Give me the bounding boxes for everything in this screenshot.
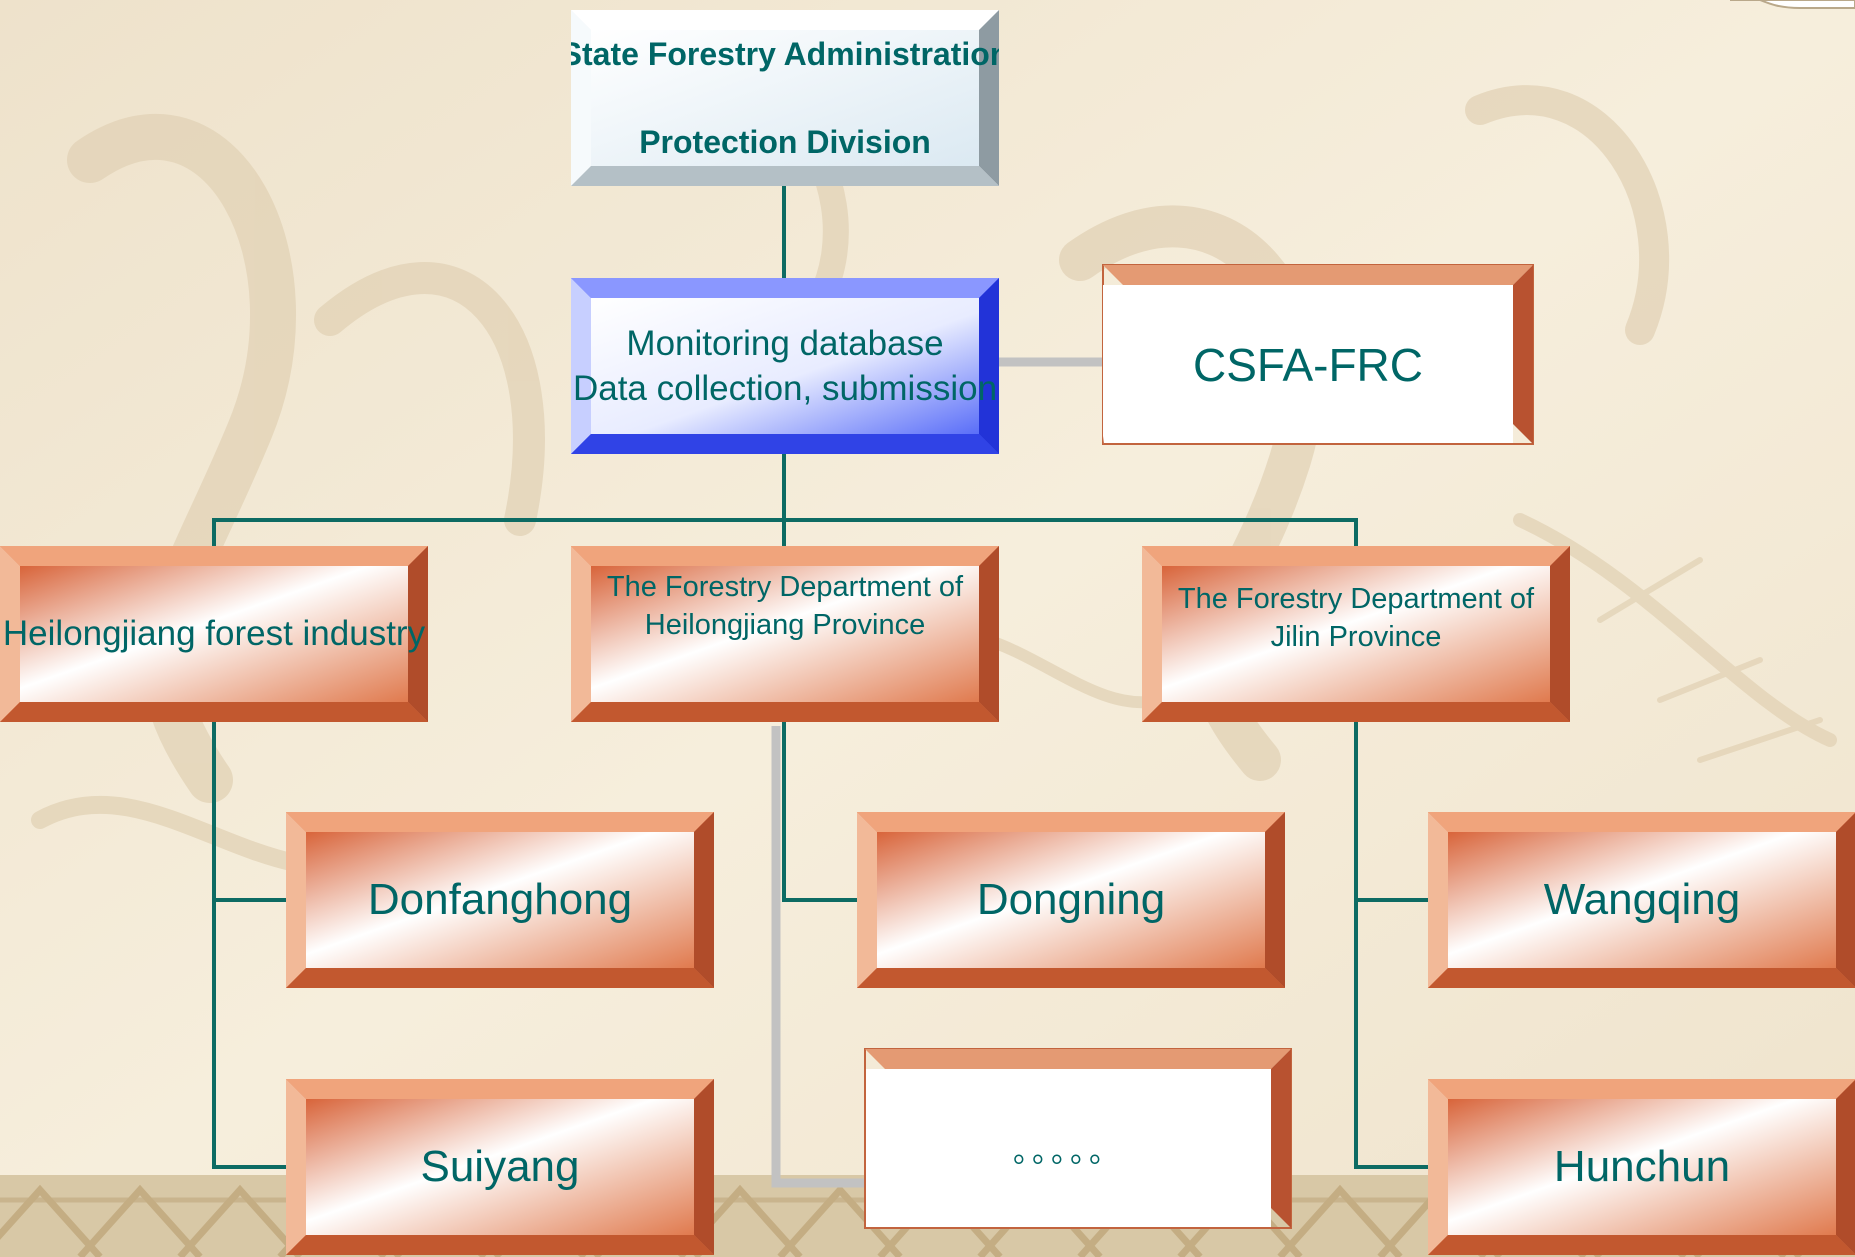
site-dongning: Dongning bbox=[857, 812, 1285, 988]
bevel-box-face bbox=[0, 546, 428, 722]
bevel-box-face bbox=[571, 278, 999, 454]
department-1-line1: Heilongjiang forest industry bbox=[2, 614, 426, 653]
department-heilongjiang-province: The Forestry Department of Heilongjiang … bbox=[571, 546, 999, 722]
csfa-frc-label: CSFA-FRC bbox=[1193, 338, 1423, 391]
site-label-ellipsis: 。。。。。 bbox=[1013, 1135, 1123, 1169]
bevel-box-face bbox=[1142, 546, 1570, 722]
monitoring-database-node: Monitoring database Data collection, sub… bbox=[571, 278, 999, 454]
bevel-box-face bbox=[864, 1048, 1292, 1229]
department-3-line2: Jilin Province bbox=[1270, 621, 1442, 653]
bevel-box-face bbox=[571, 10, 999, 186]
connector-heilongjiang-province-sites bbox=[782, 722, 857, 902]
bevel-box-face bbox=[857, 812, 1285, 988]
bevel-box-face bbox=[1102, 264, 1534, 445]
bevel-box-face bbox=[571, 546, 999, 722]
database-line1: Monitoring database bbox=[626, 324, 944, 363]
connector-heilongjiang-industry-sites bbox=[212, 722, 286, 1169]
site-suiyang: Suiyang bbox=[286, 1079, 714, 1255]
database-line2: Data collection, submission bbox=[572, 369, 998, 408]
bevel-box-face bbox=[1428, 1079, 1855, 1255]
root-node-protection-division: State Forestry Administration Protection… bbox=[571, 10, 999, 186]
corner-ornament bbox=[1730, 0, 1855, 9]
connector-department-bus bbox=[212, 518, 1358, 546]
bevel-box-face bbox=[286, 1079, 714, 1255]
department-heilongjiang-forest-industry: Heilongjiang forest industry bbox=[0, 546, 428, 722]
site-label-wangqing: Wangqing bbox=[1543, 875, 1741, 924]
site-hunchun: Hunchun bbox=[1428, 1079, 1855, 1255]
root-title-line1: State Forestry Administration bbox=[571, 36, 999, 72]
site-label-donfanghong: Donfanghong bbox=[367, 875, 633, 924]
department-2-line2: Heilongjiang Province bbox=[644, 609, 926, 641]
connector-gray-to-ellipsis bbox=[771, 726, 864, 1188]
site-label-dongning: Dongning bbox=[976, 875, 1166, 924]
site-label-suiyang: Suiyang bbox=[420, 1142, 580, 1191]
site-donfanghong: Donfanghong bbox=[286, 812, 714, 988]
root-title-line2: Protection Division bbox=[639, 124, 931, 160]
csfa-frc-node: CSFA-FRC bbox=[1102, 264, 1534, 445]
department-3-line1: The Forestry Department of bbox=[1177, 583, 1535, 615]
site-ellipsis: 。。。。。 bbox=[864, 1048, 1292, 1229]
department-jilin-province: The Forestry Department of Jilin Provinc… bbox=[1142, 546, 1570, 722]
site-label-hunchun: Hunchun bbox=[1553, 1142, 1731, 1191]
bevel-box-face bbox=[1428, 812, 1855, 988]
department-2-line1: The Forestry Department of bbox=[606, 571, 964, 603]
connector-jilin-sites bbox=[1354, 722, 1428, 1169]
site-wangqing: Wangqing bbox=[1428, 812, 1855, 988]
bevel-box-face bbox=[286, 812, 714, 988]
